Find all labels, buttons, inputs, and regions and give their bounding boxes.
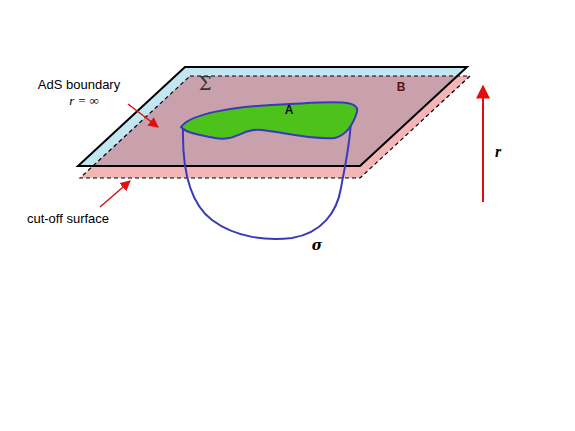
pointer-arrow [128,104,158,127]
cutoff-outline [80,76,470,178]
boundary-radius: r = ∞ [69,94,99,108]
surface-label: σ [312,238,322,253]
cutoff-label: cut-off surface [27,212,109,226]
region-label: A [285,104,294,117]
cutoff-plane [80,76,470,178]
boundary-plane [78,67,467,166]
boundary-outline [78,67,467,166]
axis-label: r [495,143,501,161]
overlap-region [93,76,457,166]
surface-symbol: Σ [199,74,212,94]
pointer-arrow [100,181,130,207]
region-a [181,102,357,139]
region-label: B [397,81,406,94]
boundary-label: AdS boundary [38,78,120,92]
radial-axis-arrow [482,86,484,202]
